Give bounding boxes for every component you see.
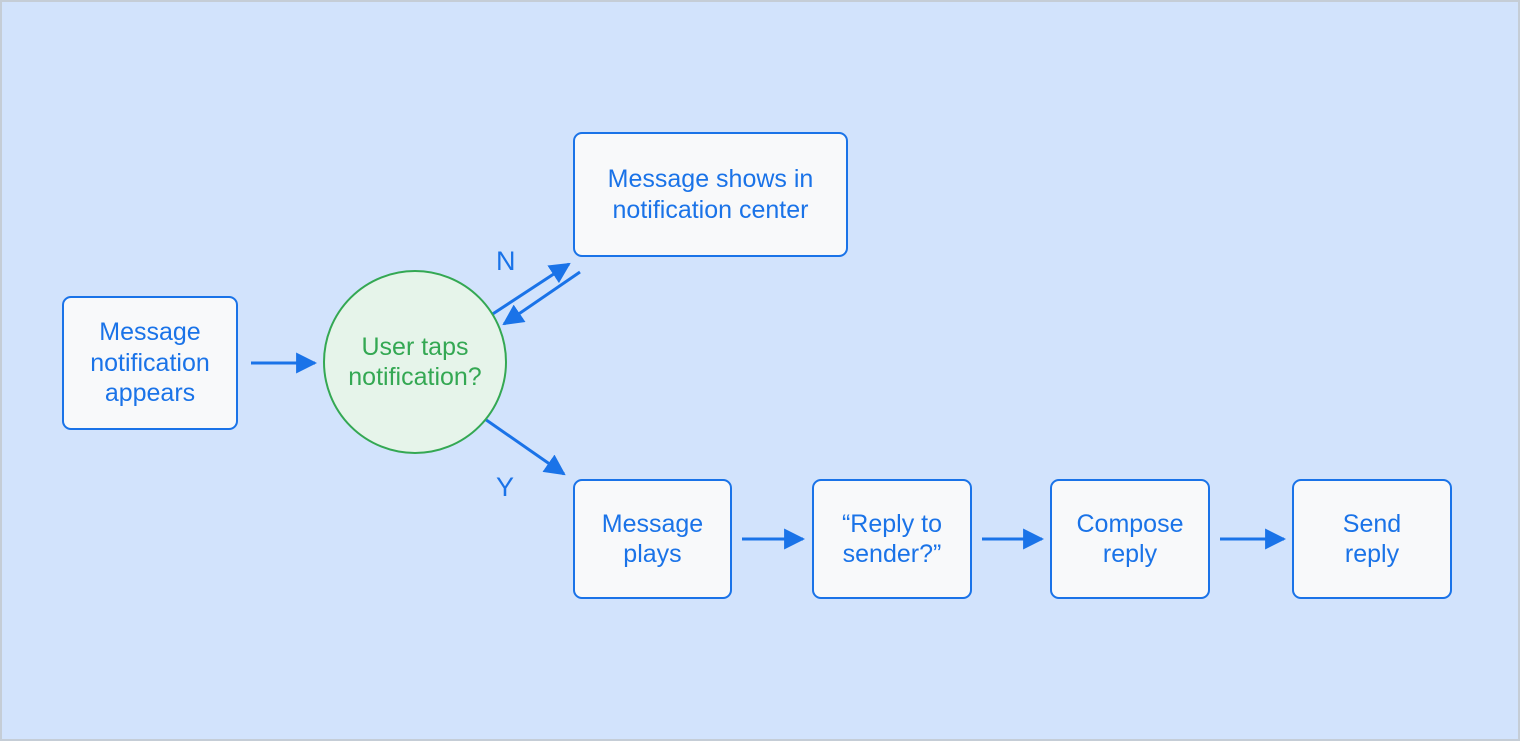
- node-label: “Reply to sender?”: [841, 509, 943, 569]
- edge-label-branch-no: N: [496, 246, 516, 276]
- node-label: User taps notification?: [348, 332, 482, 392]
- node-message-shows-in-notification-center[interactable]: Message shows in notification center: [573, 132, 848, 257]
- edge-label-branch-yes: Y: [496, 472, 515, 502]
- node-send-reply[interactable]: Send reply: [1292, 479, 1452, 599]
- node-label: Send reply: [1342, 509, 1402, 569]
- node-message-plays[interactable]: Message plays: [573, 479, 732, 599]
- node-user-taps-notification[interactable]: User taps notification?: [323, 270, 507, 454]
- node-compose-reply[interactable]: Compose reply: [1050, 479, 1210, 599]
- connector-notification-center-to-decision: [502, 270, 581, 326]
- node-label: Message plays: [601, 509, 704, 569]
- node-reply-to-sender[interactable]: “Reply to sender?”: [812, 479, 972, 599]
- node-label: Message notification appears: [90, 318, 210, 408]
- connector-decision-to-message-plays: [481, 415, 566, 476]
- node-label: Message shows in notification center: [607, 165, 814, 224]
- node-message-notification-appears[interactable]: Message notification appears: [62, 296, 238, 430]
- node-label: Compose reply: [1076, 509, 1184, 569]
